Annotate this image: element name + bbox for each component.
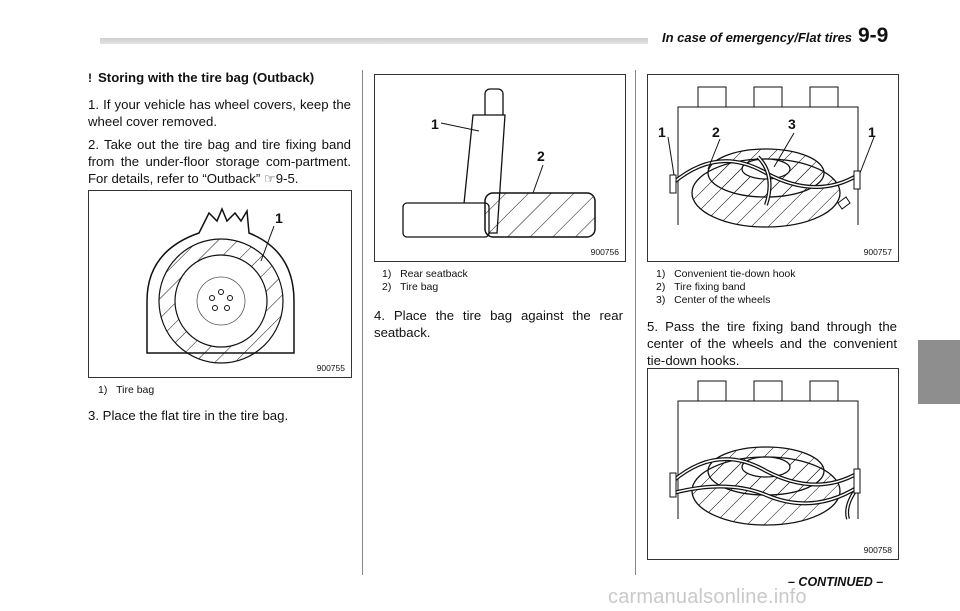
page-number: 9-9 <box>858 24 889 47</box>
section-title: In case of emergency/Flat tires <box>662 30 853 45</box>
column-divider <box>635 70 636 575</box>
step-4: 4. Place the tire bag against the rear s… <box>374 308 623 340</box>
callout-label: 2 <box>712 124 720 140</box>
caption-item: 1) Convenient tie-down hook <box>656 268 796 280</box>
caption-item: 1) Rear seatback <box>382 268 468 280</box>
column-divider <box>362 70 363 575</box>
figure-id: 900758 <box>863 545 892 555</box>
fixing-band-illustration: 1 2 3 1 <box>658 86 876 228</box>
chapter-tab <box>918 340 960 404</box>
header-rule <box>100 38 648 44</box>
column-1: ! Storing with the tire bag (Outback) 1. … <box>88 70 351 193</box>
callout-label: 2 <box>537 148 545 164</box>
callout-label: 3 <box>788 116 796 132</box>
figure-id: 900757 <box>863 247 892 257</box>
figure-captions: 1) Convenient tie-down hook 2) Tire fixi… <box>656 268 796 307</box>
caption-item: 2) Tire fixing band <box>656 281 746 293</box>
caption-item: 1) Tire bag <box>98 384 155 396</box>
callout-label: 1 <box>658 124 666 140</box>
callout-label: 1 <box>868 124 876 140</box>
figure-captions: 1) Rear seatback 2) Tire bag <box>382 268 468 294</box>
step-3: 3. Place the flat tire in the tire bag. <box>88 408 289 423</box>
figure-id: 900755 <box>316 363 345 373</box>
caption-item: 3) Center of the wheels <box>656 294 771 306</box>
callout-label: 1 <box>431 116 439 132</box>
figure-tire-bag: 1 900755 <box>88 190 352 378</box>
seatback-illustration: 1 2 <box>402 88 596 238</box>
step-5: 5. Pass the tire fixing band through the… <box>647 319 897 368</box>
step-1: 1. If your vehicle has wheel covers, kee… <box>88 97 351 129</box>
band-through-hooks-illustration <box>669 380 861 526</box>
step-2: 2. Take out the tire bag and tire fixing… <box>88 137 351 186</box>
figure-band-through-hooks: 900758 <box>647 368 899 560</box>
watermark: carmanualsonline.info <box>608 586 807 608</box>
figure-seatback: 1 2 900756 <box>374 74 626 262</box>
caption-item: 2) Tire bag <box>382 281 439 293</box>
figure-captions: 1) Tire bag <box>98 384 154 397</box>
section-heading: ! Storing with the tire bag (Outback) <box>88 70 351 85</box>
section-heading-text: Storing with the tire bag (Outback) <box>98 70 315 85</box>
callout-label: 1 <box>275 210 283 226</box>
tire-bag-illustration: 1 <box>146 207 295 364</box>
figure-id: 900756 <box>590 247 619 257</box>
figure-fixing-band: 1 2 3 1 900757 <box>647 74 899 262</box>
section-marker: ! <box>88 71 92 85</box>
continued-label: – CONTINUED – <box>788 575 884 589</box>
